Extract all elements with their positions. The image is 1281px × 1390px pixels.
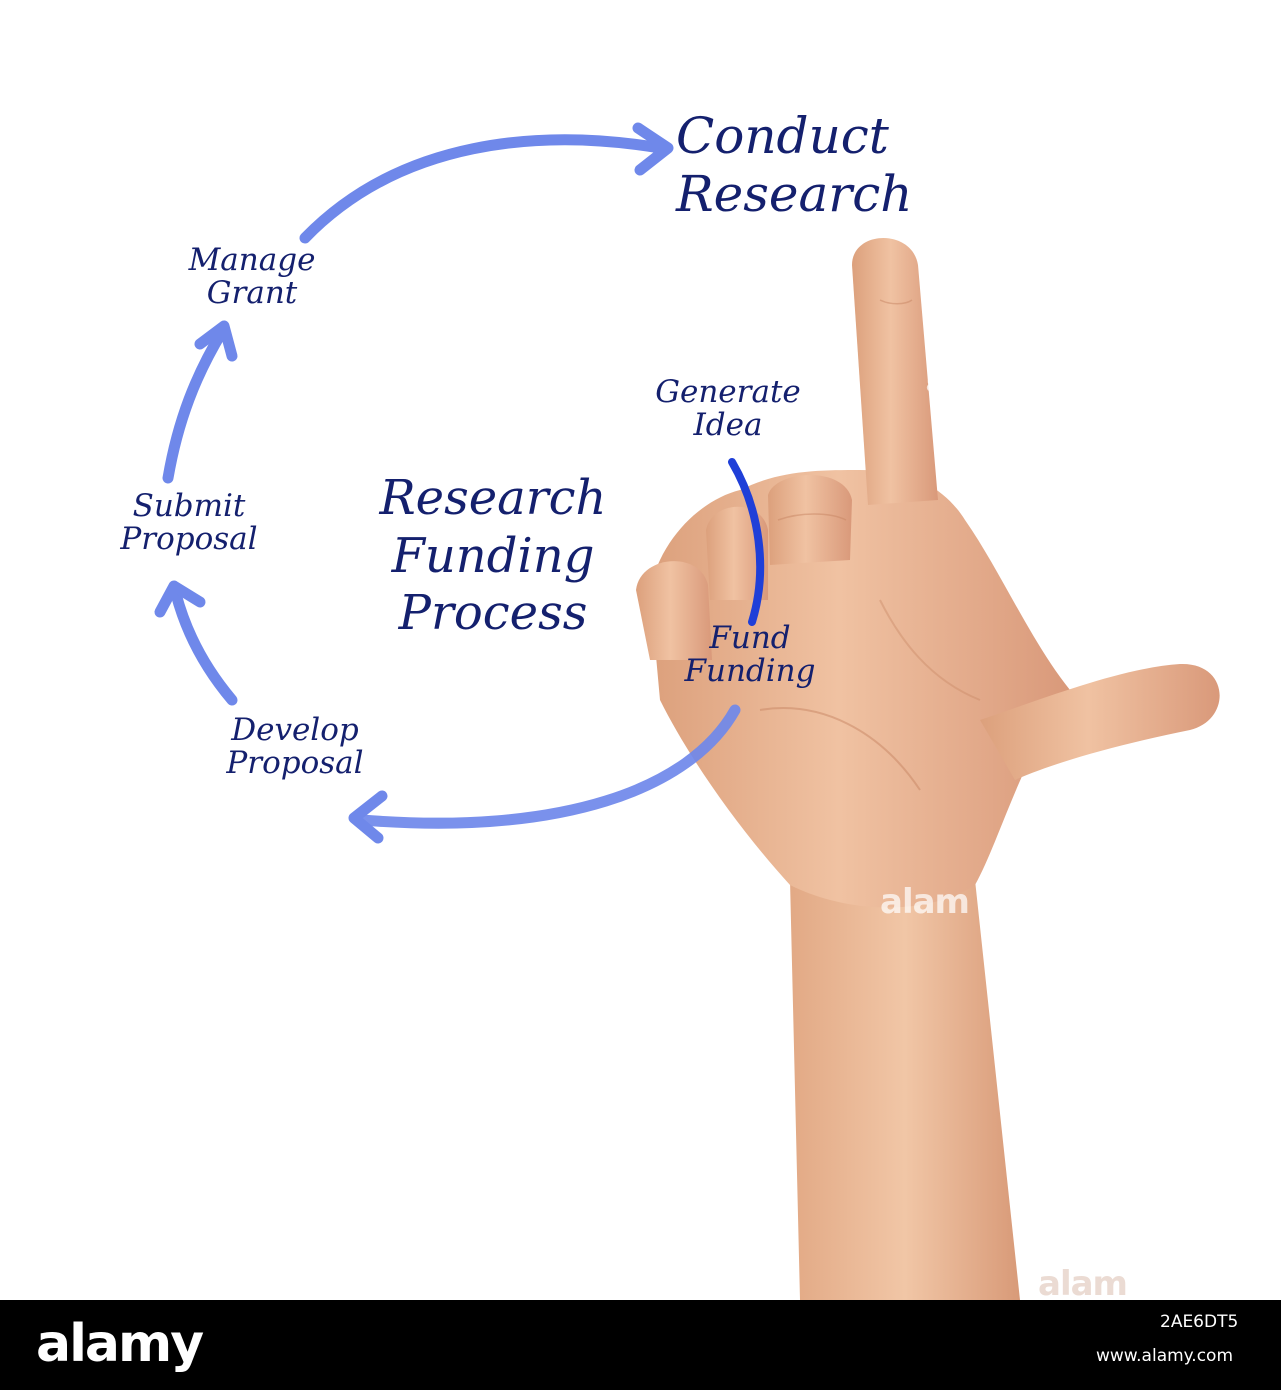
- diagram-title-line-1: Research: [379, 470, 607, 526]
- diagram-title: Research Funding Process: [318, 470, 668, 643]
- footer-site-link[interactable]: www.alamy.com: [1096, 1346, 1234, 1366]
- step-conduct-research-line-1: Conduct: [676, 107, 889, 165]
- step-generate-idea: Generate Idea: [628, 374, 828, 444]
- step-develop-proposal: Develop Proposal: [200, 712, 390, 782]
- watermark: alam: [880, 882, 970, 922]
- arrow-develop-to-submit: [170, 588, 238, 706]
- arrowhead-develop: [348, 790, 388, 844]
- watermark: alam: [926, 372, 978, 396]
- arrowhead-submit: [154, 580, 206, 618]
- arc-generate-to-fund: [728, 458, 765, 626]
- diagram-title-line-3: Process: [398, 585, 588, 642]
- step-develop-proposal-line-1: Develop: [231, 712, 359, 748]
- stock-footer: alamy 2AE6DT5 www.alamy.com: [0, 1300, 1281, 1390]
- diagram-title-line-2: Funding: [391, 527, 595, 584]
- step-fund-funding-line-1: Fund: [709, 620, 791, 656]
- step-submit-proposal-line-2: Proposal: [120, 521, 258, 558]
- step-develop-proposal-line-2: Proposal: [226, 745, 364, 782]
- step-manage-grant-line-1: Manage: [188, 242, 316, 278]
- diagram-artwork: [154, 122, 1220, 1300]
- step-generate-idea-line-2: Idea: [693, 407, 763, 444]
- step-submit-proposal-line-1: Submit: [132, 488, 246, 524]
- footer-image-id: 2AE6DT5: [1160, 1312, 1239, 1332]
- step-submit-proposal: Submit Proposal: [94, 488, 284, 558]
- arrow-fund-to-develop: [356, 704, 741, 829]
- arrow-manage-to-conduct: [299, 134, 666, 244]
- hand-photo: [636, 237, 1220, 1300]
- step-conduct-research-line-2: Research: [676, 164, 913, 223]
- step-manage-grant: Manage Grant: [152, 242, 352, 312]
- step-manage-grant-line-2: Grant: [206, 275, 298, 312]
- footer-logo: alamy: [36, 1314, 204, 1374]
- arrow-submit-to-manage: [162, 326, 228, 484]
- watermark: alam: [1038, 1264, 1128, 1304]
- step-fund-funding-line-2: Funding: [684, 653, 816, 690]
- arrowhead-conduct: [632, 122, 674, 176]
- step-conduct-research: Conduct Research: [676, 107, 913, 223]
- step-generate-idea-line-1: Generate: [655, 374, 801, 410]
- arrowhead-manage: [194, 320, 238, 362]
- step-fund-funding: Fund Funding: [660, 620, 840, 690]
